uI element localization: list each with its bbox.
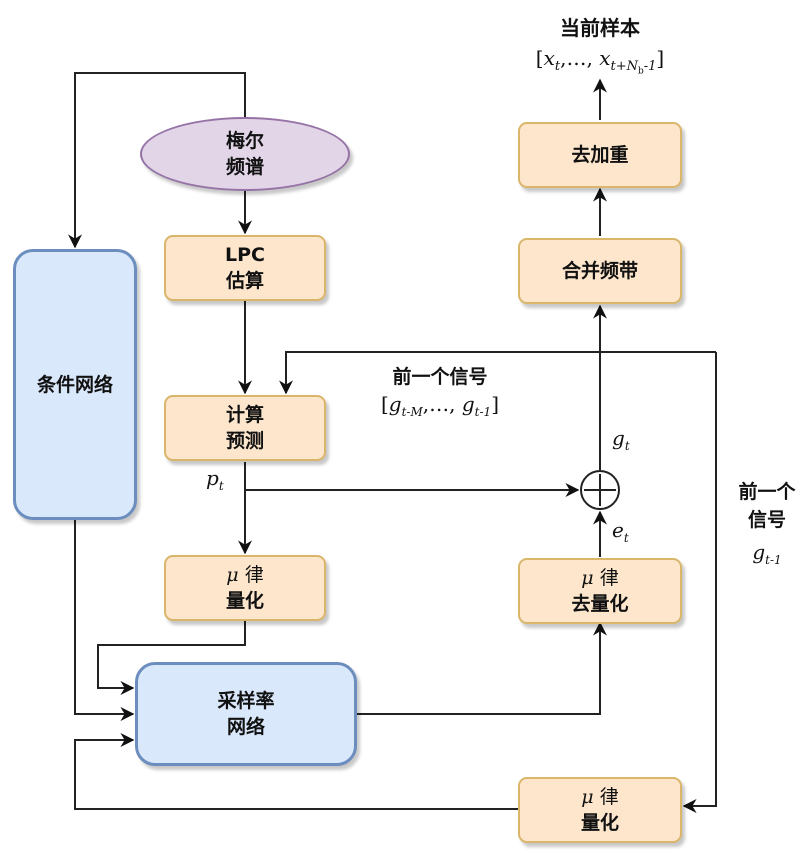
mu-law-quantize-bottom-node: μ 律 量化 xyxy=(518,777,682,843)
formula-x: x xyxy=(543,46,555,70)
node-label: 律 xyxy=(599,786,619,808)
previous-signal-right-label: 前一个 信号 xyxy=(725,478,809,534)
node-label: 估算 xyxy=(225,270,264,292)
lpc-estimate-node: LPC 估算 xyxy=(164,235,326,301)
formula-sub: t-1 xyxy=(765,553,782,567)
node-label: 量化 xyxy=(580,812,619,834)
mu-symbol: μ xyxy=(226,564,239,586)
node-label: μ 律 xyxy=(581,784,618,810)
de-emphasis-node: 去加重 xyxy=(518,122,682,188)
formula-g: g xyxy=(388,392,402,416)
formula-x: x xyxy=(599,46,611,70)
edge-samplerate-to-dequantize xyxy=(357,621,607,715)
formula-sub: t+N xyxy=(610,59,638,74)
node-label: 网络 xyxy=(226,716,265,738)
current-sample-title: 当前样本 xyxy=(560,16,640,40)
node-label: 预测 xyxy=(225,430,264,452)
mu-symbol: μ xyxy=(581,786,594,808)
node-label: LPC xyxy=(225,244,265,266)
mu-law-quantize-node: μ 律 量化 xyxy=(164,555,326,621)
formula-sub: t xyxy=(623,531,629,545)
formula-g: g xyxy=(752,540,766,564)
formula-sub: t xyxy=(218,479,224,493)
previous-signal-formula: [gt-M,…, gt-1] xyxy=(355,392,525,419)
node-label: 计算 xyxy=(225,404,264,426)
previous-signal-right-formula: gt-1 xyxy=(725,540,809,567)
mu-symbol: μ xyxy=(581,567,594,589)
compute-prediction-node: 计算 预测 xyxy=(164,395,326,461)
node-label: 去量化 xyxy=(571,593,629,615)
formula-p: p xyxy=(206,466,219,490)
formula-sub: t xyxy=(554,59,561,74)
pt-label: pt xyxy=(206,466,224,493)
formula-g: g xyxy=(612,426,625,450)
mu-law-dequantize-node: μ 律 去量化 xyxy=(518,558,682,624)
node-label: 采样率 xyxy=(217,690,275,712)
formula-sub: t-M xyxy=(401,405,423,419)
node-label: 去加重 xyxy=(571,144,629,166)
formula-e: e xyxy=(612,518,624,542)
edge-bottom-quantize-to-samplerate xyxy=(74,733,518,810)
label-line: 信号 xyxy=(747,509,786,531)
sample-rate-network-node: 采样率 网络 xyxy=(135,662,357,766)
formula-g: g xyxy=(461,392,475,416)
node-label: 律 xyxy=(244,564,264,586)
et-label: et xyxy=(612,518,629,545)
bracket: [ xyxy=(380,392,389,416)
node-label: μ 律 xyxy=(581,565,618,591)
node-label: 条件网络 xyxy=(36,373,113,396)
edge-prev-signal-right xyxy=(682,352,717,813)
node-label: 频谱 xyxy=(225,156,264,178)
formula-sub: t xyxy=(624,439,630,453)
edge-quantize-to-samplerate xyxy=(97,620,246,695)
node-label: μ 律 xyxy=(226,562,263,588)
merge-bands-node: 合并频带 xyxy=(518,238,682,304)
gt-label: gt xyxy=(612,426,630,453)
node-label: 合并频带 xyxy=(561,260,638,282)
formula-ellipsis: ,…, xyxy=(560,46,600,70)
label-line: 前一个 xyxy=(738,481,796,503)
condition-network-node: 条件网络 xyxy=(13,249,137,520)
node-label: 梅尔 xyxy=(225,130,264,152)
bracket: ] xyxy=(491,392,499,416)
edge-condition-to-samplerate xyxy=(74,520,135,721)
formula-subsub: b xyxy=(637,66,644,77)
edge-prev-signal-to-prediction xyxy=(279,351,716,395)
previous-signal-label: 前一个信号 xyxy=(392,366,488,388)
formula-sub: -1 xyxy=(643,59,657,74)
formula-ellipsis: ,…, xyxy=(422,392,462,416)
mel-spectrum-node: 梅尔 频谱 xyxy=(140,117,350,191)
node-label: 量化 xyxy=(225,590,264,612)
adder-node xyxy=(580,470,620,510)
current-sample-formula: [xt,…, xt+Nb-1] xyxy=(535,46,665,77)
formula-sub: t-1 xyxy=(474,405,492,419)
node-label: 律 xyxy=(599,567,619,589)
edge-mel-to-condition xyxy=(68,72,246,249)
